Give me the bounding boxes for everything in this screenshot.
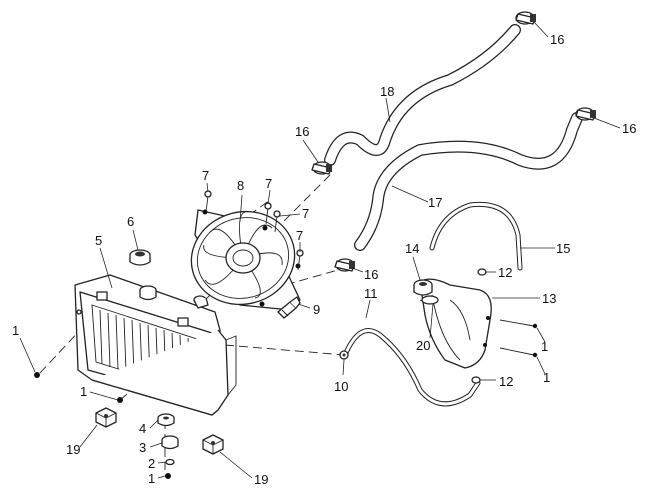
callout-1-reservoir-upper: 1: [541, 339, 548, 354]
mount-bushing-3: [161, 435, 179, 450]
cooling-fan: [190, 209, 301, 311]
callout-8: 8: [237, 178, 244, 193]
hose-clamp-right: [575, 107, 596, 121]
hose-clamp-top: [515, 11, 536, 25]
callout-10: 10: [334, 379, 348, 394]
callout-17: 17: [428, 195, 442, 210]
hose-clamp-middle: [311, 161, 332, 175]
callout-14: 14: [405, 241, 419, 256]
radiator-bolt-left: [34, 372, 40, 378]
radiator: [74, 274, 237, 416]
overflow-hose: [429, 201, 523, 271]
reservoir-cap: [413, 279, 433, 296]
callout-7-b: 7: [265, 176, 272, 191]
callout-16-right: 16: [622, 121, 636, 136]
radiator-cap: [129, 249, 157, 301]
callout-1-radiator-bolt: 1: [12, 323, 19, 338]
callout-4: 4: [139, 421, 146, 436]
overflow-clamp-lower: [471, 376, 481, 384]
callout-16-middle: 16: [295, 124, 309, 139]
temperature-sensor: [277, 296, 301, 319]
callout-7-c: 7: [302, 206, 309, 221]
radiator-bolt-bottom: [117, 397, 123, 403]
leader-lines: [19, 21, 621, 479]
callout-7-d: 7: [296, 228, 303, 243]
callout-19-right: 19: [254, 472, 268, 487]
rubber-mount-left: [95, 407, 117, 428]
mount-bolt-1: [165, 473, 171, 479]
callout-12-upper: 12: [498, 265, 512, 280]
callout-2: 2: [148, 456, 155, 471]
callout-15: 15: [556, 241, 570, 256]
mount-washer-2: [165, 458, 175, 466]
callout-13: 13: [542, 291, 556, 306]
callout-6: 6: [127, 214, 134, 229]
callout-9: 9: [313, 302, 320, 317]
reservoir-bolts: [499, 319, 538, 358]
callout-12-lower: 12: [499, 374, 513, 389]
callout-20: 20: [416, 338, 430, 353]
callout-3: 3: [139, 440, 146, 455]
callout-5: 5: [95, 233, 102, 248]
overflow-clamp-upper: [477, 268, 487, 276]
callout-7-a: 7: [202, 168, 209, 183]
callout-16-top: 16: [550, 32, 564, 47]
callout-1-lower-bolt: 1: [80, 384, 87, 399]
lower-radiator-hose: [354, 112, 583, 251]
mount-washer-4: [157, 413, 175, 427]
callout-18: 18: [380, 84, 394, 99]
callout-16-lower: 16: [364, 267, 378, 282]
reservoir-gasket: [421, 295, 439, 305]
callout-11: 11: [364, 286, 378, 301]
callout-1-reservoir-lower: 1: [543, 370, 550, 385]
rubber-mount-right: [202, 434, 224, 455]
radiator-outlet: [193, 295, 209, 309]
hose-clamp-lower: [334, 258, 355, 272]
callout-1-mount-bolt: 1: [148, 471, 155, 486]
upper-radiator-hose: [324, 24, 521, 166]
callout-labels: 1 1 5 6 7 8 7 7 7 9 10 11 17 18 16 16 16…: [12, 32, 636, 487]
breather-tube: [342, 328, 481, 407]
small-hose-clamp: [339, 350, 349, 360]
callout-19-left: 19: [66, 442, 80, 457]
fan-bolts: [204, 190, 304, 271]
